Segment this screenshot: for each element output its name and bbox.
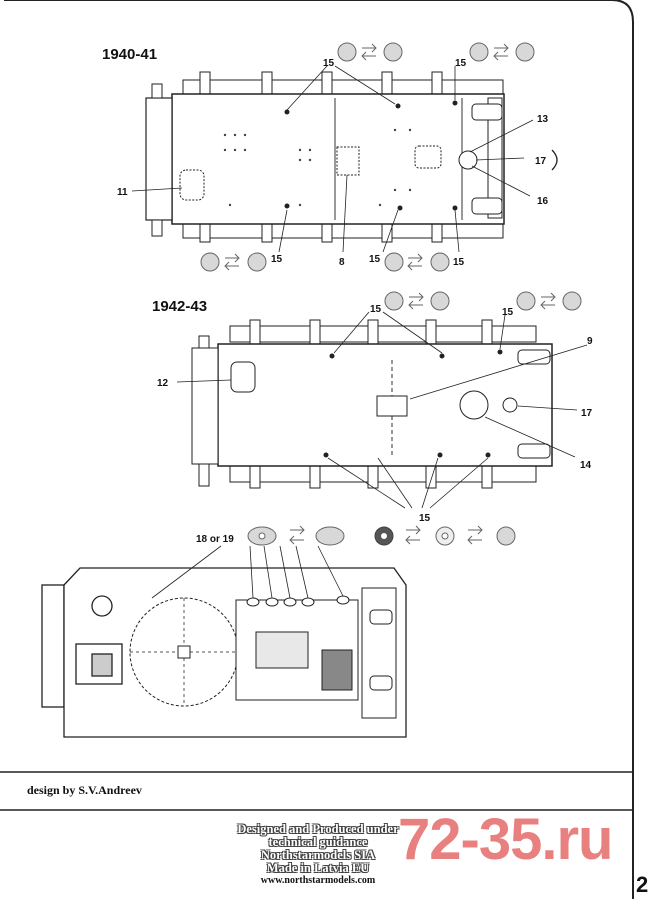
hull-bottom-1942-43-diagram: 15 15 12 9 17 14 15 [157,291,593,524]
drain-plug-17 [502,397,518,413]
rivet-pattern [223,128,412,207]
callout-13: 13 [537,114,549,125]
access-hatch-9 [376,395,408,417]
watermark: 72-35.ru [398,807,613,872]
suspension-brackets-bottom [182,219,504,243]
arrow-icons-middle [408,292,556,310]
designer-credit: design by S.V.Andreev [27,783,142,797]
credit-line-4: Made in Latvia EU [266,861,370,875]
suspension-brackets-bottom-1942 [229,461,537,489]
callout-15-top-b: 15 [455,58,467,69]
plug-positions-15-1942 [323,349,503,458]
front-plate [145,97,173,221]
callout-18-or-19: 18 or 19 [196,534,234,545]
access-hatch-13 [414,145,442,169]
callout-15-bottom-b: 15 [369,254,381,265]
callout-15-mid-bottom: 15 [419,513,431,524]
section-title-1940-41: 1940-41 [102,46,158,63]
access-hatch-12 [230,361,256,393]
arrow-icons-top [224,43,509,271]
vent-hatch-row [246,595,350,607]
suspension-brackets-top-1942 [229,319,537,347]
access-hatch-14 [459,390,489,420]
website-url: www.northstarmodels.com [260,875,376,886]
callout-17-mid: 17 [581,408,593,419]
callout-15-mid-a: 15 [370,304,382,315]
callout-11: 11 [117,187,128,198]
production-credits: Designed and Produced under technical gu… [178,822,458,887]
credit-line-3: Northstarmodels SIA [260,848,376,862]
plug-positions-15 [284,100,458,211]
callout-9: 9 [587,336,593,347]
leader-lines-top [131,65,534,253]
callout-8: 8 [339,257,345,268]
credit-line-1: Designed and Produced under [237,822,399,836]
leader-lines-middle [176,311,588,509]
part-icons-lower [247,525,516,546]
callout-15-bottom-c: 15 [453,257,465,268]
frame-border [4,0,634,899]
drain-plug-16 [458,150,478,170]
callout-15-bottom-a: 15 [271,254,283,265]
rear-plate [487,97,503,219]
callout-14: 14 [580,460,592,471]
leader-lines-lower [151,545,344,599]
callout-17-top: 17 [535,156,547,167]
callout-16: 16 [537,196,549,207]
callout-15-top-a: 15 [323,58,335,69]
callout-12: 12 [157,378,169,389]
callout-15-mid-b: 15 [502,307,514,318]
engine-deck-diagram: 18 or 19 [41,525,516,738]
credit-line-2: technical guidance [268,835,368,849]
grille [321,649,353,691]
access-hatch-11 [179,169,205,201]
part-sequence-icons-middle [384,291,582,311]
front-plate-1942 [191,347,219,465]
page-number: 2 [636,872,649,897]
hull-bottom-1940-41-diagram: 15 15 11 13 17 16 15 8 15 15 [117,42,558,272]
section-title-1942-43: 1942-43 [152,298,208,315]
access-hatch-8 [336,146,360,176]
part-sequence-icons-top [200,42,535,272]
